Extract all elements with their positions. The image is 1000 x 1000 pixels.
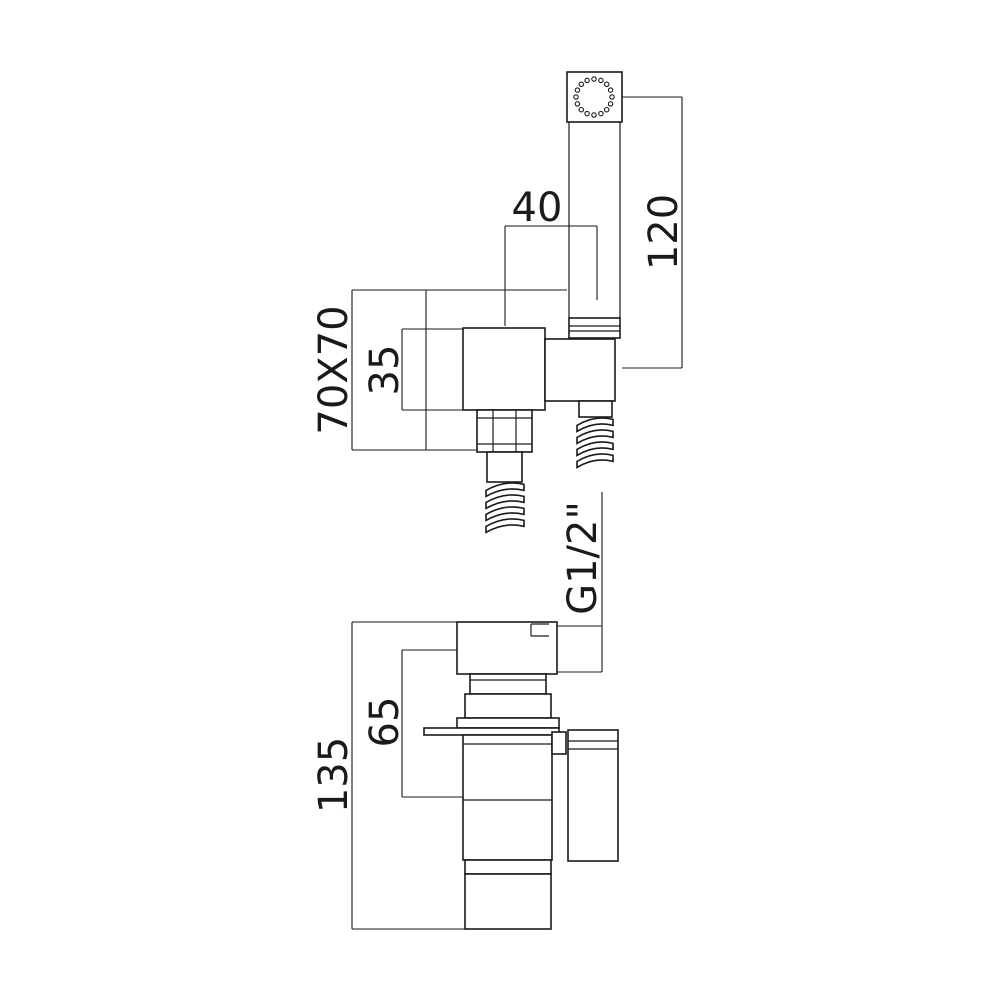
- shower-handle: [568, 122, 621, 339]
- spray-hole: [578, 81, 585, 88]
- dim-label-65: 65: [362, 697, 408, 748]
- dim-label-135: 135: [311, 737, 357, 813]
- hose-coil-ring: [576, 441, 614, 457]
- spray-hole: [609, 94, 615, 100]
- spray-hole: [584, 110, 590, 117]
- hose-coil-ring: [485, 518, 525, 534]
- shower-head: [566, 71, 623, 123]
- hose-connector-right: [576, 400, 614, 469]
- valve-body: [462, 734, 553, 930]
- top-view: 40 120 70X70 35: [311, 71, 687, 534]
- hose-coil-ring: [576, 417, 614, 433]
- spray-hole: [603, 106, 610, 113]
- spray-hole: [591, 76, 597, 82]
- spray-hole: [584, 77, 590, 84]
- spray-hole: [574, 101, 581, 107]
- hose-coil-ring: [576, 453, 614, 469]
- spray-hole: [574, 87, 581, 93]
- hose-coil-ring: [576, 429, 614, 445]
- dim-label-35: 35: [362, 345, 408, 396]
- hose-coil-right: [576, 417, 614, 469]
- hose-connector-left: [485, 451, 525, 534]
- spray-hole: [607, 87, 614, 93]
- spray-hole: [607, 101, 614, 107]
- hose-coil-ring: [485, 506, 525, 522]
- side-view: G1/2" 65 135: [311, 492, 619, 930]
- bracket-body: [462, 327, 616, 411]
- spray-holes: [573, 76, 615, 118]
- spray-hole: [573, 94, 579, 100]
- valve-collar: [456, 673, 560, 729]
- hex-nut: [476, 409, 533, 453]
- hose-coil-ring: [485, 494, 525, 510]
- dimension-lines-top: [351, 96, 683, 451]
- dimension-lines-side: [351, 492, 603, 930]
- valve-top-block: [456, 621, 558, 675]
- spray-hole: [591, 112, 597, 118]
- side-connector: [551, 729, 619, 862]
- dim-label-70x70: 70X70: [311, 305, 357, 434]
- hose-coil-left: [485, 482, 525, 534]
- dim-label-g12: G1/2": [560, 501, 606, 615]
- spray-hole: [598, 110, 604, 117]
- hose-coil-ring: [485, 482, 525, 498]
- spray-hole: [578, 106, 585, 113]
- spray-hole: [603, 81, 610, 88]
- spray-hole: [598, 77, 604, 84]
- dim-label-120: 120: [641, 194, 687, 270]
- dim-label-40: 40: [512, 185, 563, 231]
- wall-plate: [423, 727, 560, 736]
